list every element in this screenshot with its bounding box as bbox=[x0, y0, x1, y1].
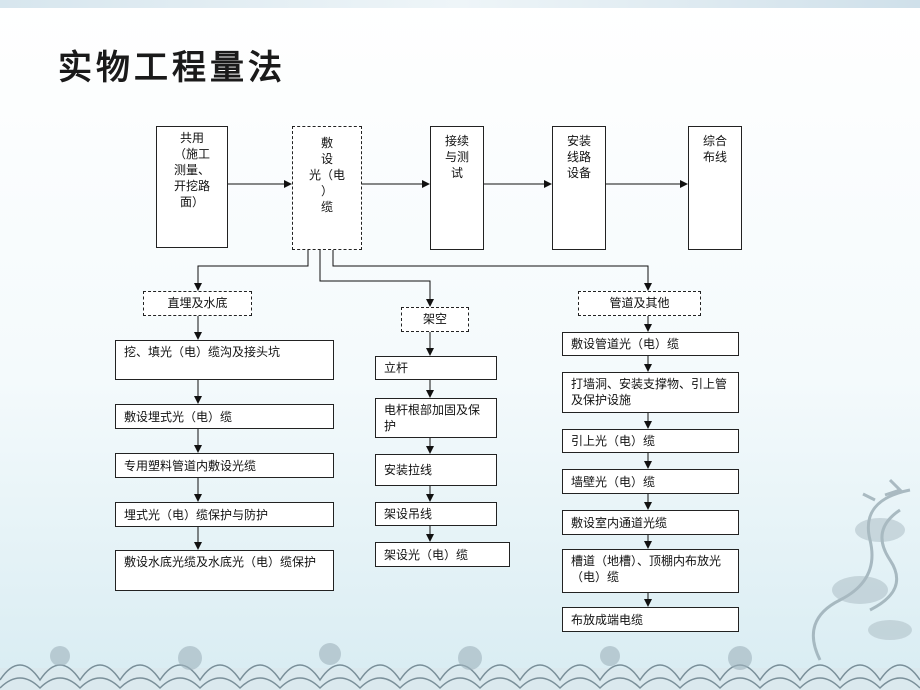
branch-label-direct-burial: 直埋及水底 bbox=[143, 291, 252, 316]
step-duct-riser-cable: 引上光（电）缆 bbox=[562, 429, 739, 453]
step-aerial-cable: 架设光（电）缆 bbox=[375, 542, 510, 567]
branch-label-aerial: 架空 bbox=[401, 307, 469, 332]
box-laying-cable: 敷 设 光（电 ） 缆 bbox=[292, 126, 362, 250]
step-direct-lay-buried: 敷设埋式光（电）缆 bbox=[115, 404, 334, 429]
step-aerial-reinforce: 电杆根部加固及保护 bbox=[375, 398, 497, 438]
box-common-survey: 共用 （施工 测量、 开挖路 面） bbox=[156, 126, 228, 248]
branch-label-duct-other: 管道及其他 bbox=[578, 291, 701, 316]
wave-border-decoration bbox=[0, 643, 920, 690]
step-aerial-messenger: 架设吊线 bbox=[375, 502, 497, 526]
step-duct-indoor-cable: 敷设室内通道光缆 bbox=[562, 510, 739, 535]
step-direct-plastic-duct: 专用塑料管道内敷设光缆 bbox=[115, 453, 334, 478]
top-accent-bar bbox=[0, 0, 920, 8]
step-duct-terminal: 布放成端电缆 bbox=[562, 607, 739, 632]
step-duct-lay-cable: 敷设管道光（电）缆 bbox=[562, 332, 739, 356]
step-duct-wall-cable: 墙壁光（电）缆 bbox=[562, 469, 739, 494]
step-direct-trench: 挖、填光（电）缆沟及接头坑 bbox=[115, 340, 334, 380]
dragon-decoration bbox=[811, 478, 912, 661]
step-aerial-pole: 立杆 bbox=[375, 356, 497, 380]
step-duct-wall-hole: 打墙洞、安装支撑物、引上管及保护设施 bbox=[562, 372, 739, 413]
box-splice-test: 接续 与测 试 bbox=[430, 126, 484, 250]
step-direct-protection: 埋式光（电）缆保护与防护 bbox=[115, 502, 334, 527]
box-install-equipment: 安装 线路 设备 bbox=[552, 126, 606, 250]
step-aerial-guy-wire: 安装拉线 bbox=[375, 454, 497, 486]
page-title: 实物工程量法 bbox=[58, 48, 286, 88]
step-direct-underwater: 敷设水底光缆及水底光（电）缆保护 bbox=[115, 550, 334, 591]
box-integrated-cabling: 综合 布线 bbox=[688, 126, 742, 250]
step-duct-trough: 槽道（地槽）、顶棚内布放光（电）缆 bbox=[562, 549, 739, 593]
